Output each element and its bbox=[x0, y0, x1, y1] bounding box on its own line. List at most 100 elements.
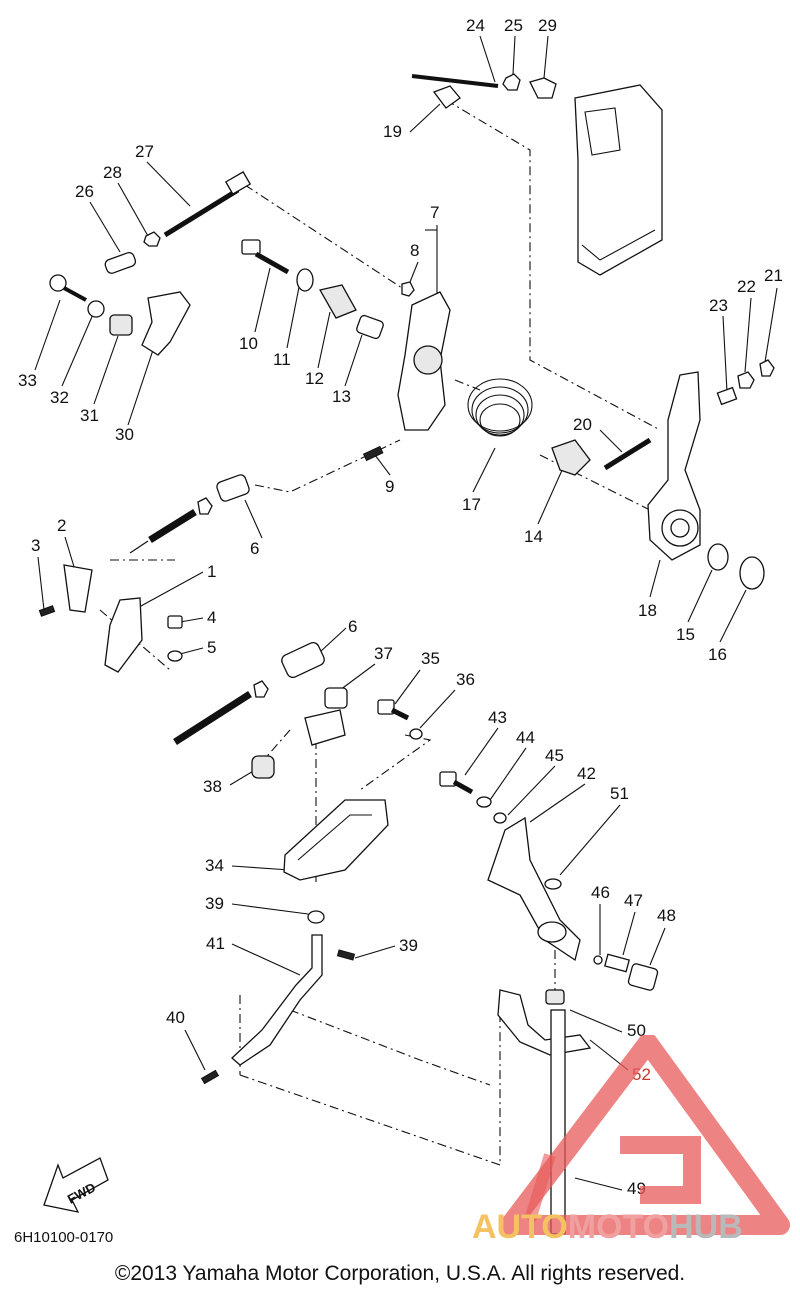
part-27-end bbox=[224, 171, 252, 195]
callout-9: 9 bbox=[385, 477, 394, 496]
part-32-washer bbox=[87, 300, 105, 318]
callout-34: 34 bbox=[205, 856, 224, 875]
copyright-notice: ©2013 Yamaha Motor Corporation, U.S.A. A… bbox=[114, 1262, 686, 1285]
part-31-collar bbox=[109, 314, 133, 336]
callout-33: 33 bbox=[18, 371, 37, 390]
callout-29: 29 bbox=[538, 16, 557, 35]
callout-2: 2 bbox=[57, 516, 66, 535]
part-1-bracket bbox=[104, 597, 143, 673]
part-47-spring bbox=[604, 953, 630, 973]
diagram-code: 6H10100-0170 bbox=[14, 1229, 114, 1246]
assembly-lines bbox=[99, 99, 661, 1166]
part-27-rod bbox=[163, 187, 240, 238]
automotohub-wordmark: AUTOMOTOHUB bbox=[472, 1208, 743, 1247]
part-11-washer bbox=[296, 268, 314, 292]
callout-44: 44 bbox=[516, 728, 535, 747]
part-36-washer bbox=[409, 728, 423, 740]
callout-19: 19 bbox=[383, 122, 402, 141]
callout-42: 42 bbox=[577, 764, 596, 783]
callout-45: 45 bbox=[545, 746, 564, 765]
wordmark-moto: MOTO bbox=[567, 1208, 670, 1246]
callout-40-right: 39 bbox=[399, 936, 418, 955]
callout-48: 48 bbox=[657, 906, 676, 925]
part-5-washer bbox=[167, 650, 183, 662]
part-15-washer bbox=[707, 543, 729, 571]
part-38-grommet bbox=[251, 755, 275, 779]
part-37-link bbox=[304, 709, 346, 746]
callout-23: 23 bbox=[709, 296, 728, 315]
part-43-bolt bbox=[439, 771, 457, 787]
part-19-clip bbox=[432, 85, 461, 109]
part-50-collar bbox=[545, 989, 565, 1005]
callout-39: 39 bbox=[205, 894, 224, 913]
callout-15: 15 bbox=[676, 625, 695, 644]
part-3-pin bbox=[38, 605, 56, 617]
callout-25: 25 bbox=[504, 16, 523, 35]
callout-40-left: 40 bbox=[166, 1008, 185, 1027]
part-41-shaft-lever bbox=[231, 934, 323, 1066]
automotohub-logo bbox=[500, 1035, 790, 1235]
callout-11: 11 bbox=[273, 350, 291, 369]
part-13-collar bbox=[356, 314, 384, 340]
callout-20: 20 bbox=[573, 415, 592, 434]
part-9-pin bbox=[362, 445, 384, 462]
part-51-washer bbox=[544, 878, 562, 890]
part-21-nut bbox=[759, 359, 775, 377]
callout-43: 43 bbox=[488, 708, 507, 727]
callout-26: 26 bbox=[75, 182, 94, 201]
part-6-upper-joint bbox=[216, 474, 250, 502]
callout-labels: 1 2 3 4 5 6 6 7 8 9 10 11 12 13 14 15 16… bbox=[18, 16, 783, 1198]
callout-41: 41 bbox=[206, 934, 225, 953]
callout-47: 47 bbox=[624, 891, 643, 910]
part-14-bushing bbox=[551, 439, 591, 476]
fwd-arrow-icon: FWD bbox=[43, 1157, 109, 1213]
callout-12: 12 bbox=[305, 369, 324, 388]
callout-31: 31 bbox=[80, 406, 99, 425]
part-46-ball bbox=[593, 955, 603, 965]
callout-36: 36 bbox=[456, 670, 475, 689]
part-40-clip-right bbox=[336, 949, 356, 961]
part-48-plug bbox=[627, 963, 659, 991]
callout-10: 10 bbox=[239, 334, 258, 353]
wordmark-auto: AUTO bbox=[472, 1208, 568, 1246]
part-2-lever bbox=[63, 564, 93, 613]
callout-38: 38 bbox=[203, 777, 222, 796]
callout-17: 17 bbox=[462, 495, 481, 514]
part-30-lever bbox=[141, 291, 191, 356]
callout-51: 51 bbox=[610, 784, 629, 803]
callout-3: 3 bbox=[31, 536, 40, 555]
part-52-lever bbox=[497, 989, 592, 1056]
callout-6-upper: 6 bbox=[250, 539, 259, 558]
part-42-arm bbox=[487, 816, 581, 962]
part-17-spring bbox=[467, 378, 533, 437]
callout-7: 7 bbox=[430, 203, 439, 222]
part-37-collar bbox=[324, 687, 348, 709]
part-20-screw bbox=[603, 437, 652, 471]
callout-1: 1 bbox=[207, 562, 216, 581]
callout-27: 27 bbox=[135, 142, 154, 161]
part-24-rod bbox=[411, 74, 499, 88]
part-12-bushing bbox=[319, 284, 357, 319]
callout-46: 46 bbox=[591, 883, 610, 902]
part-29-joint bbox=[529, 77, 557, 99]
part-33-bolt-head bbox=[49, 274, 67, 292]
part-35-bolt bbox=[377, 699, 395, 715]
part-34-lever bbox=[283, 799, 389, 881]
part-23-spring bbox=[716, 386, 738, 406]
part-26-link bbox=[104, 251, 137, 274]
part-10-bolt-head bbox=[241, 239, 261, 255]
parts bbox=[38, 73, 775, 1235]
callout-28: 28 bbox=[103, 163, 122, 182]
part-25-nut bbox=[502, 73, 521, 91]
callout-4: 4 bbox=[207, 608, 216, 627]
callout-50: 50 bbox=[627, 1021, 646, 1040]
part-4-screw bbox=[167, 615, 183, 629]
part-45-washer bbox=[493, 812, 507, 824]
callout-6-lower: 6 bbox=[348, 617, 357, 636]
part-6-lower-joint bbox=[281, 641, 325, 679]
callout-13: 13 bbox=[332, 387, 351, 406]
callout-21: 21 bbox=[764, 266, 783, 285]
part-40-clip-left bbox=[200, 1069, 220, 1085]
